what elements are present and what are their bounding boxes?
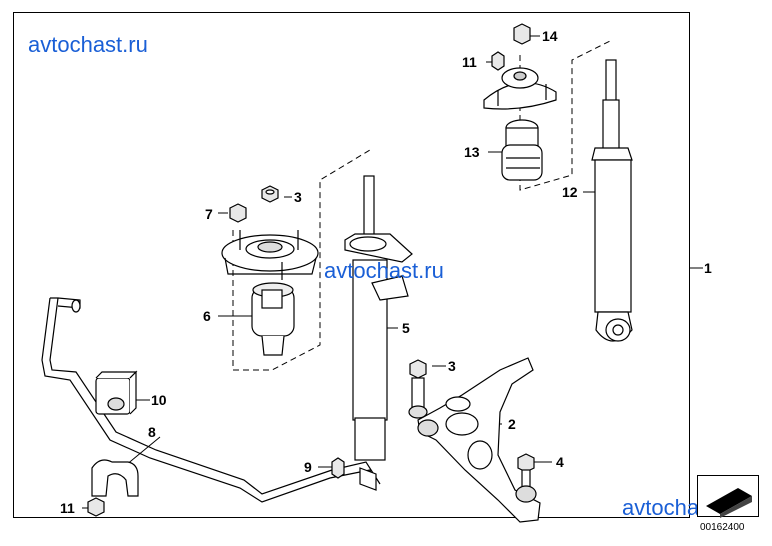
- nut-icon: [491, 23, 531, 71]
- callout-10: 10: [151, 392, 167, 408]
- bushing-icon: [95, 370, 138, 415]
- callout-4: 4: [556, 454, 564, 470]
- callout-11a: 11: [60, 500, 75, 516]
- nut-icon: [261, 185, 279, 203]
- callout-2: 2: [508, 416, 516, 432]
- diagram-frame: [13, 12, 690, 518]
- nut-icon: [331, 457, 345, 479]
- bushing-icon: [87, 459, 139, 517]
- bushing-icon: [251, 282, 295, 356]
- page-corner-icon: [706, 488, 752, 518]
- strut-mount-icon: [483, 67, 557, 110]
- shock-absorber-icon: [344, 175, 413, 461]
- callout-14: 14: [542, 28, 558, 44]
- callout-1: 1: [704, 260, 712, 276]
- callout-5: 5: [402, 320, 410, 336]
- callout-3a: 3: [294, 189, 302, 205]
- watermark: avtochast.ru: [28, 32, 148, 57]
- callout-11b: 11: [462, 54, 477, 70]
- callout-9: 9: [304, 459, 312, 475]
- callout-12: 12: [562, 184, 578, 200]
- watermark: avtochast.ru: [324, 258, 444, 283]
- callout-13: 13: [464, 144, 480, 160]
- page-corner-badge: [697, 475, 759, 518]
- nut-icon: [229, 203, 247, 223]
- callout-7: 7: [205, 206, 213, 222]
- control-arm-icon: [408, 357, 541, 523]
- callout-3b: 3: [448, 358, 456, 374]
- bushing-icon: [501, 119, 543, 181]
- shock-absorber-icon: [591, 59, 633, 342]
- diagram-code: 00162400: [700, 522, 745, 533]
- callout-8: 8: [148, 424, 156, 440]
- callout-6: 6: [203, 308, 211, 324]
- strut-mount-icon: [221, 230, 319, 280]
